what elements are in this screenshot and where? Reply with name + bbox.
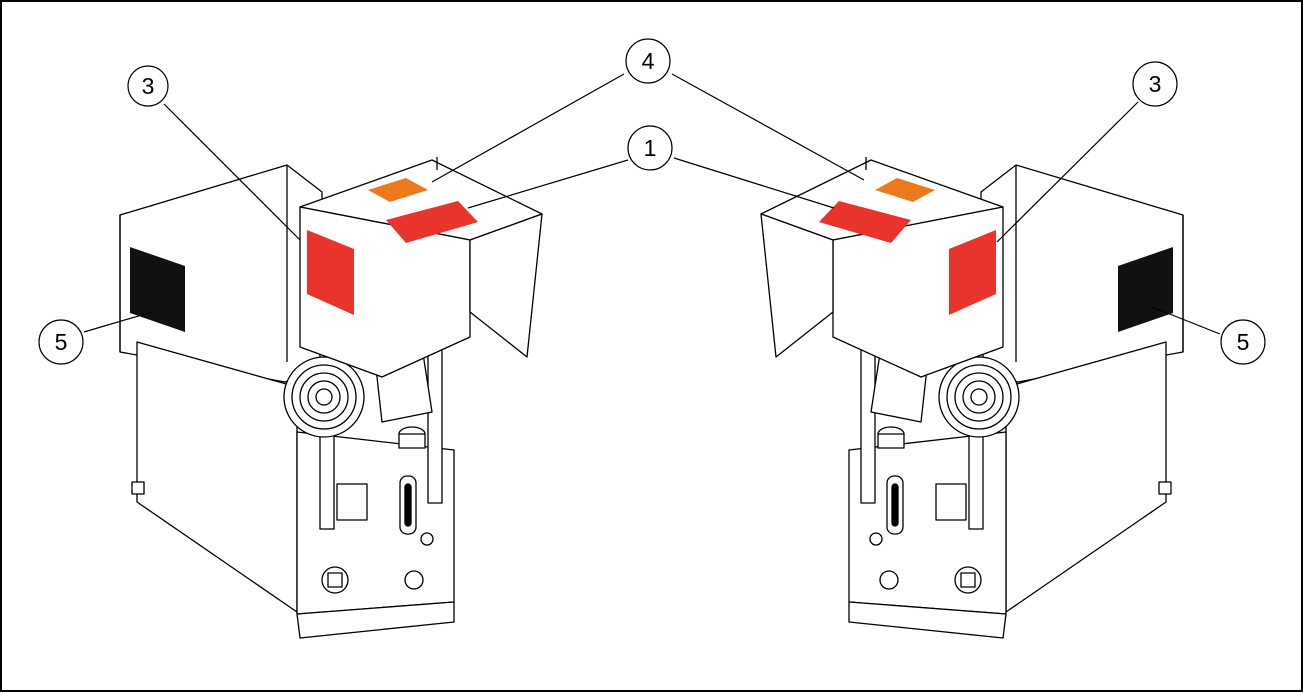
right-unit: [761, 157, 1183, 638]
callout-right-5-text: 5: [1237, 329, 1250, 355]
callout-top-1-text: 1: [644, 135, 657, 161]
left-unit: [120, 157, 542, 638]
callout-top-4-text: 4: [642, 48, 655, 74]
callout-right-3-text: 3: [1149, 71, 1162, 97]
callout-left-3-text: 3: [142, 73, 155, 99]
callout-left-5-text: 5: [55, 329, 68, 355]
